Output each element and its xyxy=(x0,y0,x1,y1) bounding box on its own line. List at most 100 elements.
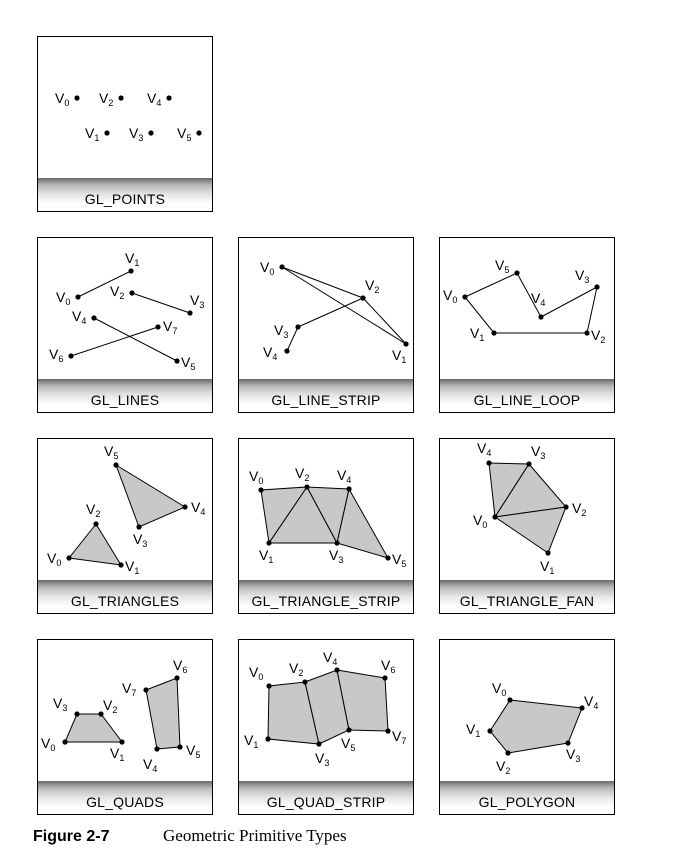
vertex-dot xyxy=(174,358,180,364)
vertex-dot xyxy=(295,324,301,330)
vertex-label: V3 xyxy=(566,746,580,764)
vertex-label: V2 xyxy=(496,758,510,776)
panel-label-bar: GL_LINE_STRIP xyxy=(239,379,413,412)
vertex-dot xyxy=(265,736,271,742)
panel-label-bar: GL_QUADS xyxy=(38,781,212,814)
vertex-dot xyxy=(279,264,285,270)
vertex-dot xyxy=(579,705,585,711)
vertex-label: V5 xyxy=(181,354,195,372)
vertex-label: V5 xyxy=(177,125,191,143)
vertex-label: V4 xyxy=(191,499,205,517)
vertex-dot xyxy=(334,540,340,546)
panel-label-bar: GL_POINTS xyxy=(38,178,212,211)
figure-caption: Figure 2-7 Geometric Primitive Types xyxy=(33,826,347,846)
edge-line xyxy=(70,326,159,357)
filled-face xyxy=(145,677,181,750)
vertex-label: V0 xyxy=(249,468,263,486)
vertex-dot xyxy=(462,294,468,300)
vertex-dot xyxy=(385,728,391,734)
vertex-dot xyxy=(74,711,80,717)
vertex-dot xyxy=(75,294,81,300)
vertex-dot xyxy=(563,504,569,510)
vertex-dot xyxy=(143,687,149,693)
panel-label-bar: GL_TRIANGLES xyxy=(38,580,212,613)
panel-label-bar: GL_LINES xyxy=(38,379,212,412)
filled-face xyxy=(336,487,390,559)
edge-line xyxy=(297,297,364,328)
panel-label: GL_LINES xyxy=(90,392,160,408)
panel-label: GL_TRIANGLE_STRIP xyxy=(251,593,401,609)
vertex-label: V5 xyxy=(341,735,355,753)
vertex-dot xyxy=(382,675,388,681)
vertex-dot xyxy=(182,504,188,510)
vertex-dot xyxy=(266,540,272,546)
vertex-dot xyxy=(334,667,340,673)
vertex-dot xyxy=(565,740,571,746)
vertex-dot xyxy=(304,484,310,490)
edge-line xyxy=(281,266,364,299)
vertex-dot xyxy=(128,268,134,274)
edge-line xyxy=(362,297,407,345)
vertex-label: V0 xyxy=(443,287,457,305)
vertex-label: V3 xyxy=(53,695,67,713)
vertex-dot xyxy=(119,739,125,745)
edge-line xyxy=(281,266,407,345)
vertex-label: V2 xyxy=(572,500,586,518)
filled-face xyxy=(68,523,122,566)
vertex-label: V2 xyxy=(289,660,303,678)
edge-line xyxy=(93,317,178,362)
panel-label: GL_TRIANGLES xyxy=(70,593,180,609)
vertex-label: V7 xyxy=(122,680,136,698)
edge-line xyxy=(77,270,132,298)
vertex-label: V2 xyxy=(110,283,124,301)
panel-label-bar: GL_QUAD_STRIP xyxy=(239,781,413,814)
panel-label-bar: GL_LINE_LOOP xyxy=(440,379,614,412)
vertex-dot xyxy=(514,270,520,276)
vertex-label: V2 xyxy=(99,90,113,108)
vertex-label: V0 xyxy=(260,259,274,277)
vertex-dot xyxy=(62,739,68,745)
vertex-label: V1 xyxy=(110,745,124,763)
vertex-dot xyxy=(492,514,498,520)
filled-face xyxy=(493,506,567,554)
vertex-dot xyxy=(187,310,193,316)
vertex-label: V2 xyxy=(591,327,605,345)
vertex-label: V1 xyxy=(125,250,139,268)
edge-line xyxy=(286,326,299,352)
vertex-dot xyxy=(93,521,99,527)
vertex-dot xyxy=(538,314,544,320)
vertex-dot xyxy=(258,487,264,493)
vertex-label: V2 xyxy=(103,697,117,715)
vertex-label: V5 xyxy=(104,443,118,461)
vertex-label: V1 xyxy=(125,558,139,576)
vertex-dot xyxy=(360,295,366,301)
vertex-label: V1 xyxy=(540,558,554,576)
vertex-dot xyxy=(129,290,135,296)
vertex-label: V0 xyxy=(56,289,70,307)
vertex-label: V2 xyxy=(295,465,309,483)
vertex-label: V2 xyxy=(86,501,100,519)
vertex-dot xyxy=(91,315,97,321)
vertex-dot xyxy=(98,711,104,717)
figure-number: Figure 2-7 xyxy=(33,828,110,845)
vertex-dot xyxy=(346,486,352,492)
panel-label: GL_QUADS xyxy=(86,794,164,810)
vertex-dot xyxy=(74,95,80,101)
vertex-label: V3 xyxy=(190,292,204,310)
vertex-dot xyxy=(155,324,161,330)
vertex-label: V4 xyxy=(143,756,157,774)
vertex-label: V0 xyxy=(473,512,487,530)
vertex-label: V1 xyxy=(259,547,273,565)
vertex-dot xyxy=(136,524,142,530)
